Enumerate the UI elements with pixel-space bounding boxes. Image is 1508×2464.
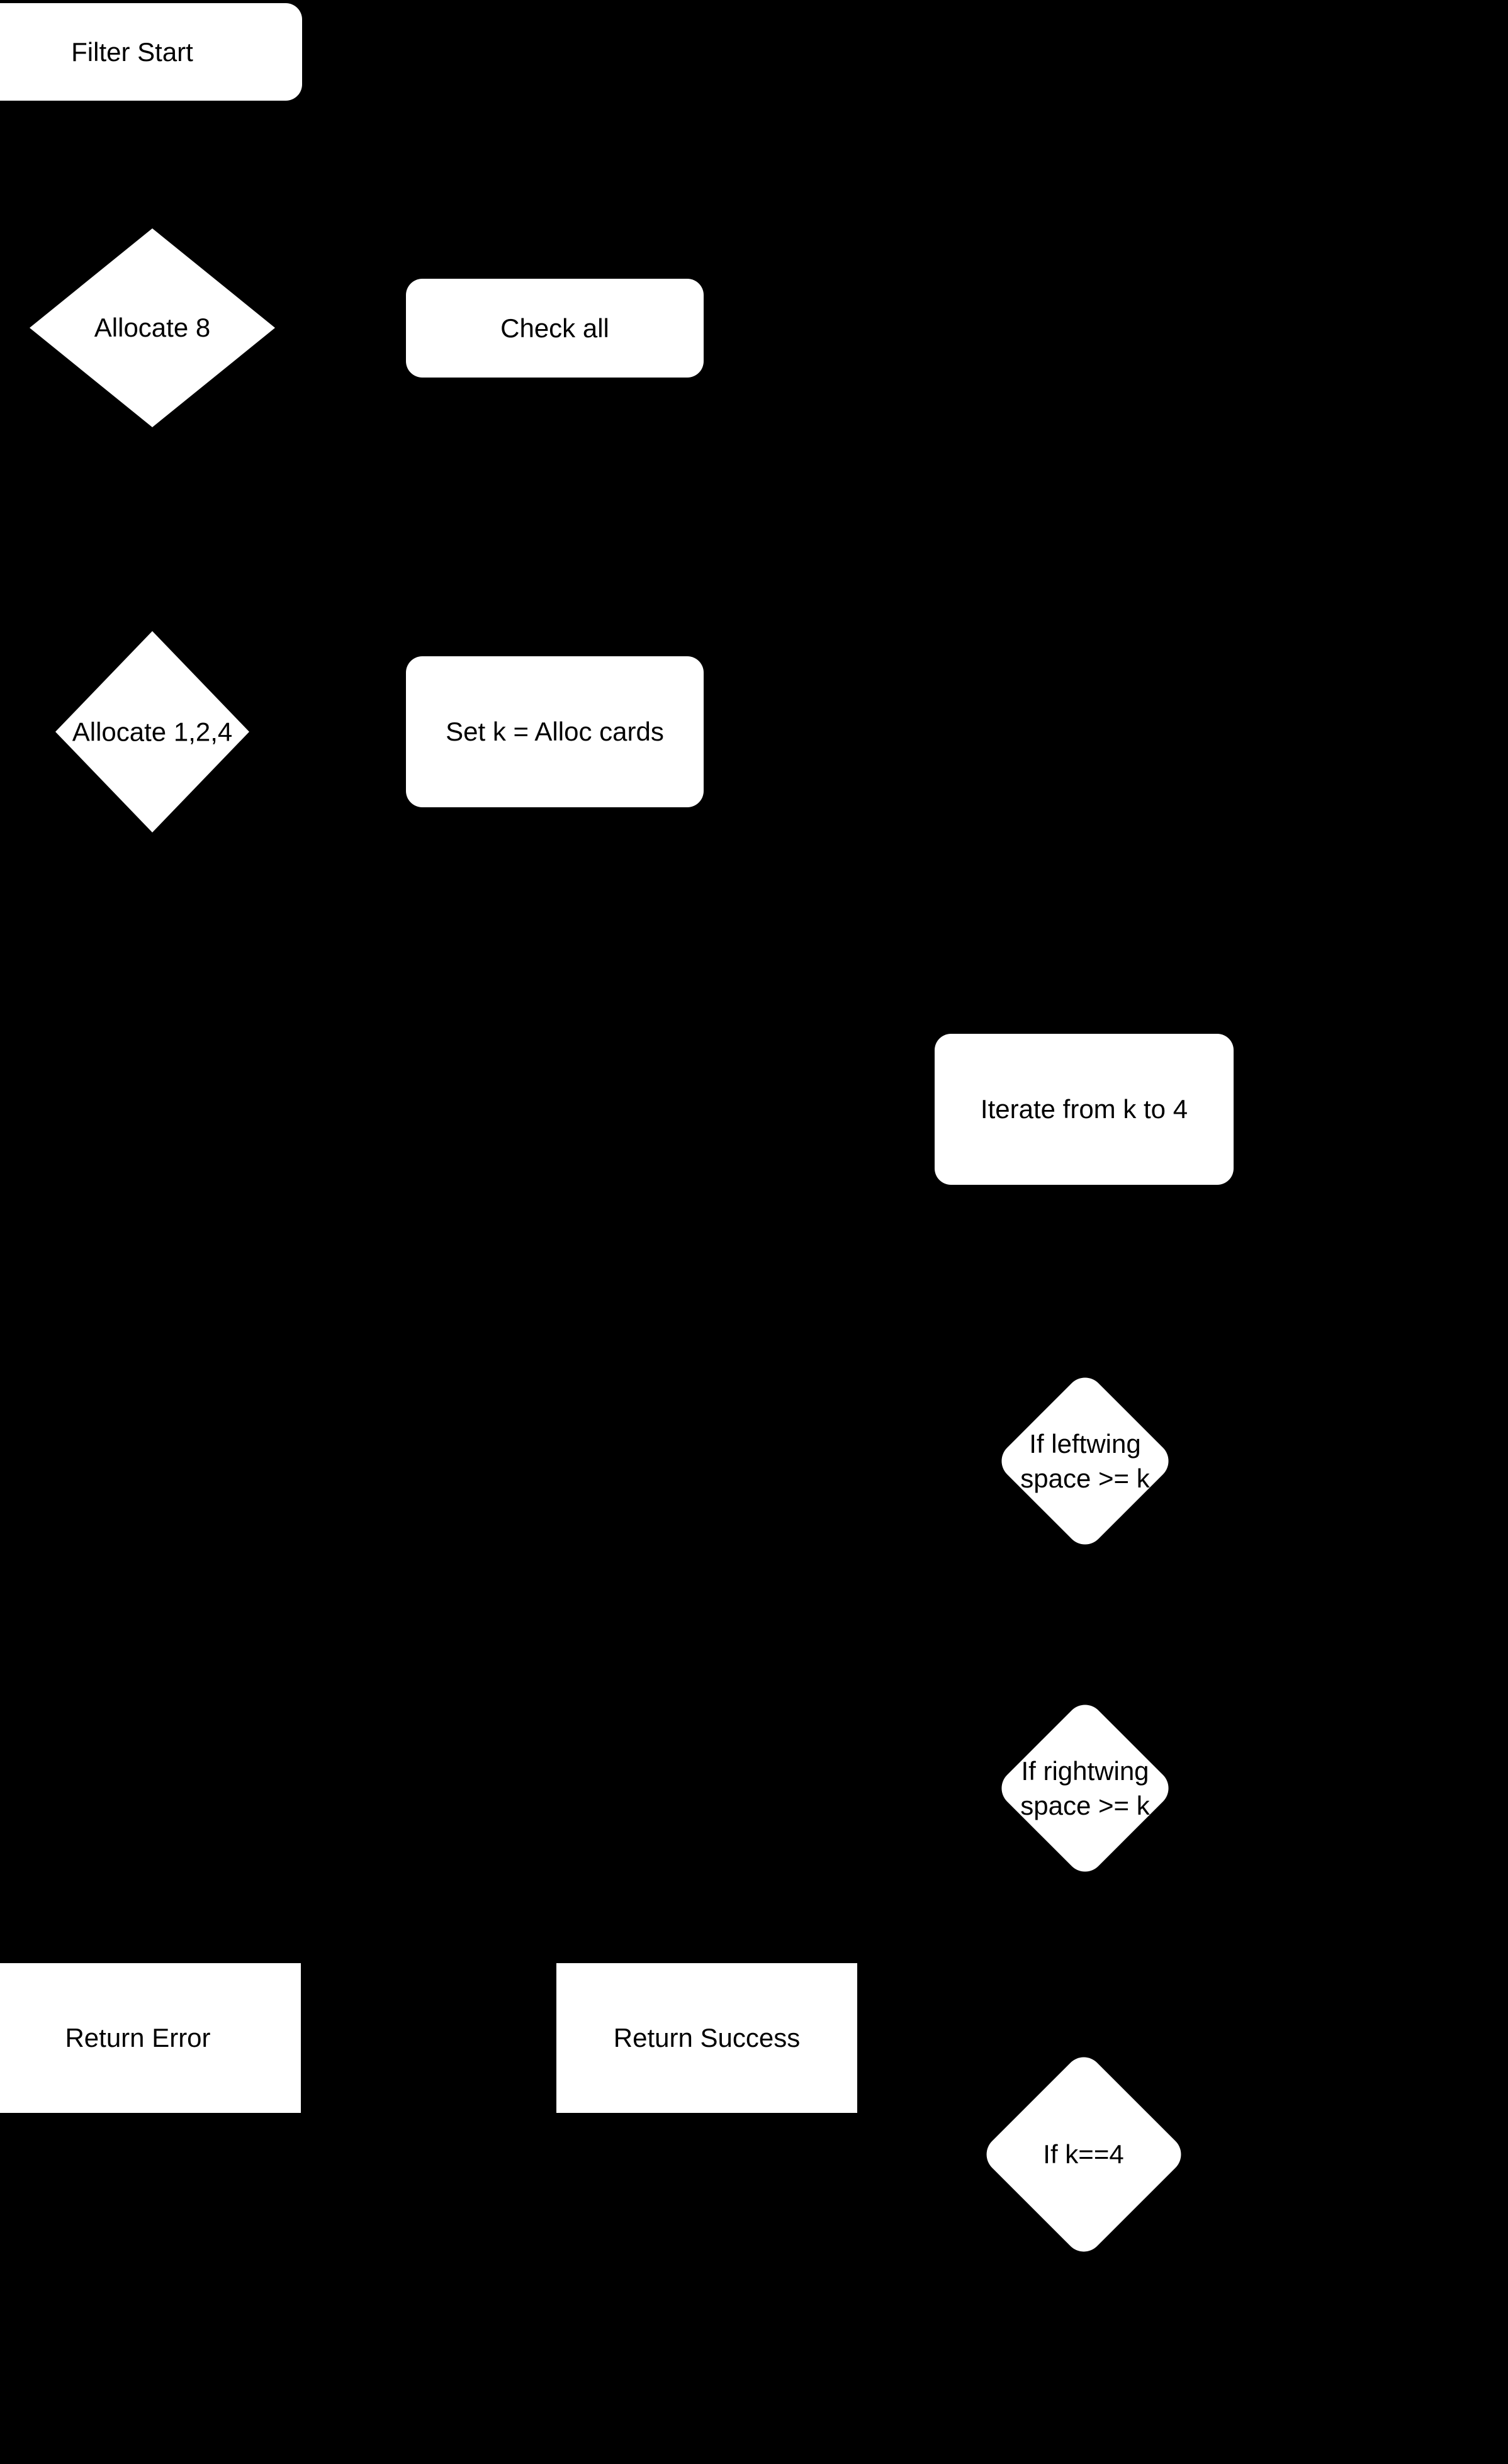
node-label-filter-start: Filter Start: [71, 36, 193, 67]
node-return-error[interactable]: Return Error: [0, 1963, 301, 2113]
node-shape-if-k-eq-4: [978, 2049, 1189, 2260]
node-label-iterate-k-to-4: Iterate from k to 4: [980, 1094, 1188, 1124]
node-if-leftwing[interactable]: If leftwing space >= k: [993, 1370, 1177, 1552]
node-label-return-success: Return Success: [613, 2023, 801, 2053]
node-shape-allocate-124: [55, 631, 249, 832]
node-iterate-k-to-4[interactable]: Iterate from k to 4: [935, 1034, 1234, 1185]
node-label-allocate-8: Allocate 8: [94, 313, 211, 343]
node-allocate-124[interactable]: Allocate 1,2,4: [55, 631, 249, 832]
node-label-return-error: Return Error: [65, 2023, 211, 2053]
node-if-rightwing[interactable]: If rightwing space >= k: [993, 1697, 1177, 1879]
node-if-k-eq-4[interactable]: If k==4: [978, 2049, 1189, 2260]
node-shape-if-leftwing: [994, 1370, 1176, 1552]
node-set-k[interactable]: Set k = Alloc cards: [406, 656, 704, 807]
node-shape-if-rightwing: [994, 1697, 1176, 1879]
node-label-set-k: Set k = Alloc cards: [446, 717, 664, 747]
node-label-check-all: Check all: [500, 313, 609, 343]
node-check-all[interactable]: Check all: [406, 279, 704, 378]
node-allocate-8[interactable]: Allocate 8: [30, 228, 275, 427]
node-filter-start[interactable]: Filter Start: [0, 3, 302, 101]
node-return-success[interactable]: Return Success: [556, 1963, 857, 2113]
